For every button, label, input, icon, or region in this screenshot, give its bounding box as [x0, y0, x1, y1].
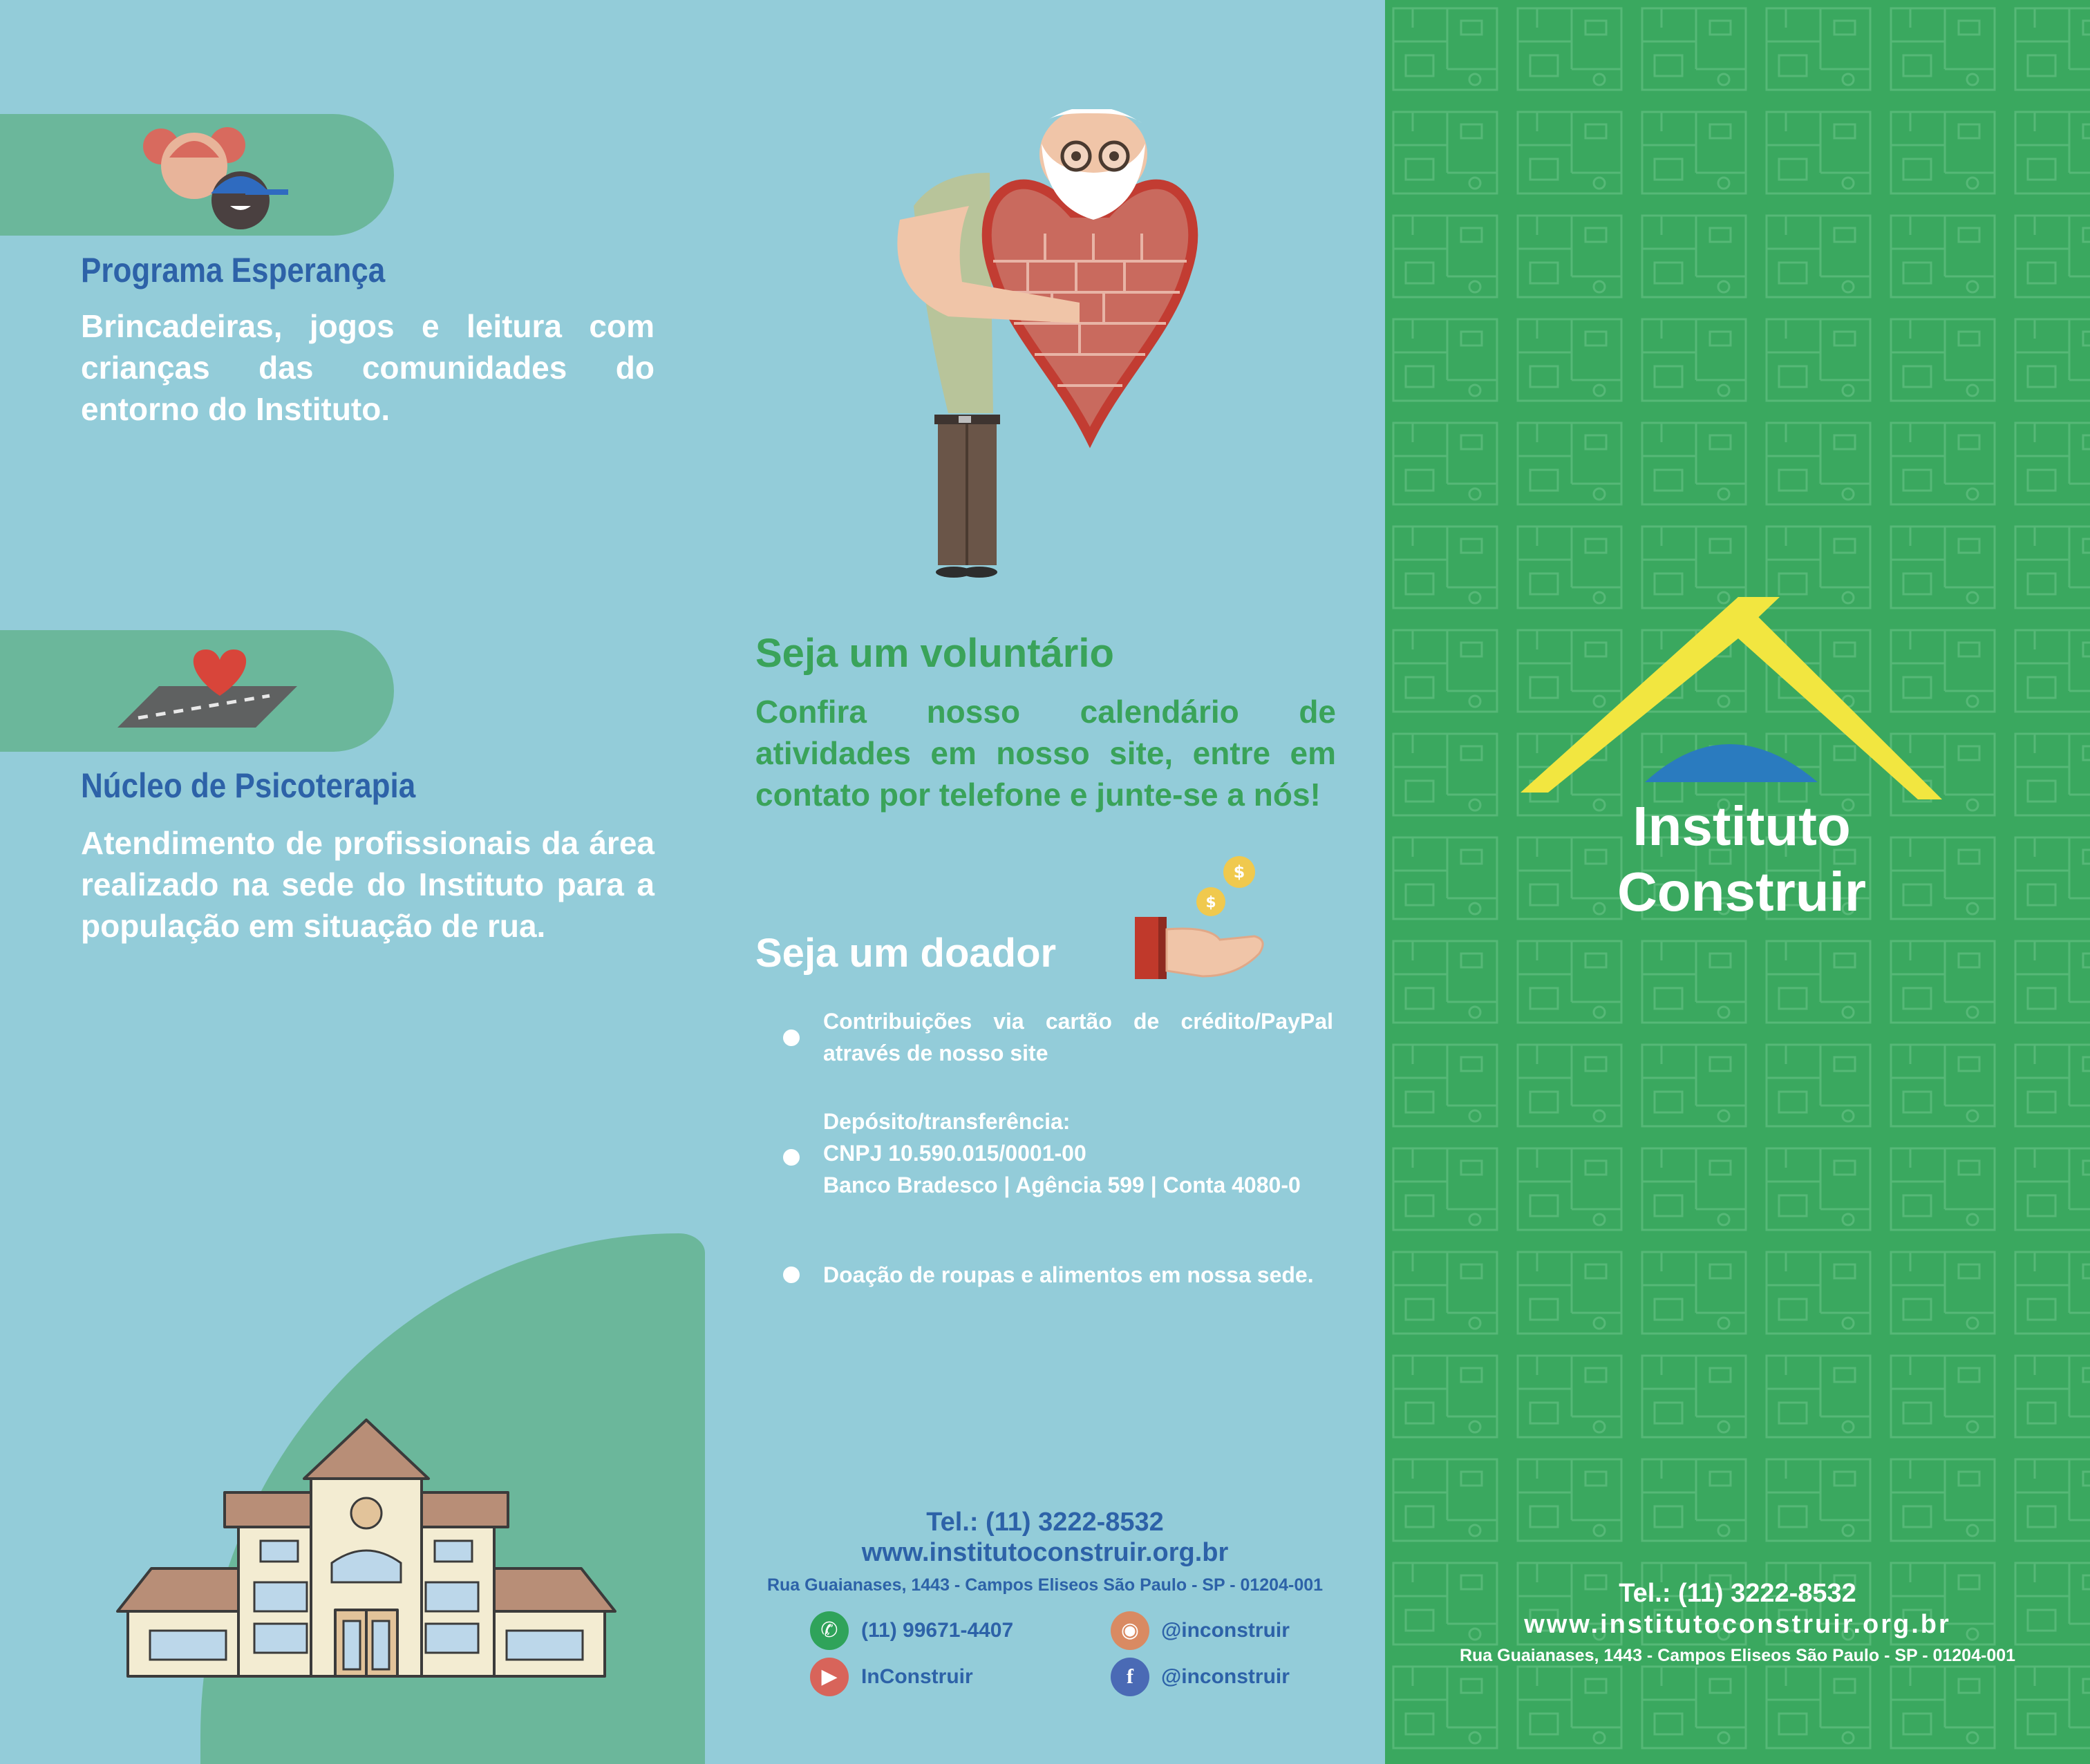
program-esperanca-title: Programa Esperança — [81, 251, 386, 290]
institute-building-illustration — [116, 1419, 616, 1678]
kids-faces-icon — [143, 127, 288, 229]
whatsapp-icon[interactable]: ✆ — [810, 1611, 849, 1650]
floorplan-pattern — [1385, 0, 2090, 1764]
contact-address: Rua Guaianases, 1443 - Campos Eliseos Sã… — [766, 1575, 1324, 1595]
svg-text:$: $ — [1234, 862, 1245, 882]
right-contact-phone: Tel.: (11) 3222-8532 — [1619, 1579, 1856, 1608]
right-contact-address: Rua Guaianases, 1443 - Campos Eliseos Sã… — [1459, 1646, 2016, 1665]
donor-bullet-2: Depósito/transferência: CNPJ 10.590.015/… — [823, 1106, 1333, 1201]
donor-bullet-dot — [783, 1149, 800, 1166]
volunteer-text: Confira nosso calendário de atividades e… — [755, 694, 1336, 813]
contact-phone: Tel.: (11) 3222-8532 — [926, 1508, 1164, 1537]
donor-bullet-dot — [783, 1030, 800, 1046]
right-contact-website[interactable]: www.institutoconstruir.org.br — [1524, 1610, 1951, 1639]
facebook-handle[interactable]: @inconstruir — [1161, 1665, 1290, 1688]
donor-bullet-1: Contribuições via cartão de crédito/PayP… — [823, 1005, 1333, 1069]
hand-coins-icon: $ $ — [1135, 856, 1264, 979]
donor-bullet-2-line: CNPJ 10.590.015/0001-00 — [823, 1141, 1086, 1166]
instagram-icon[interactable]: ◉ — [1111, 1611, 1149, 1650]
right-panel — [1385, 0, 2090, 1764]
donor-title: Seja um doador — [755, 931, 1057, 976]
volunteer-title: Seja um voluntário — [755, 631, 1114, 676]
nucleo-psicoterapia-text: Atendimento de profissionais da área rea… — [81, 825, 655, 944]
donor-bullet-3: Doação de roupas e alimentos em nossa se… — [823, 1259, 1333, 1291]
youtube-channel[interactable]: InConstruir — [861, 1665, 973, 1688]
donor-bullet-1-line: Contribuições via cartão de crédito/PayP… — [823, 1009, 1333, 1065]
heart-road-icon — [117, 649, 297, 728]
nucleo-psicoterapia-title: Núcleo de Psicoterapia — [81, 766, 416, 805]
whatsapp-number[interactable]: (11) 99671-4407 — [861, 1619, 1014, 1642]
youtube-icon[interactable]: ▶ — [810, 1658, 849, 1696]
program-esperanca-text: Brincadeiras, jogos e leitura com crianç… — [81, 308, 655, 427]
donor-bullet-3-line: Doação de roupas e alimentos em nossa se… — [823, 1262, 1314, 1287]
facebook-icon[interactable]: f — [1111, 1658, 1149, 1696]
logo-text-line1: Instituto — [1632, 795, 1851, 857]
logo-text-line2: Construir — [1617, 861, 1866, 922]
instagram-handle[interactable]: @inconstruir — [1161, 1619, 1290, 1642]
donor-bullet-dot — [783, 1267, 800, 1283]
donor-bullet-2-line: Depósito/transferência: — [823, 1109, 1071, 1134]
svg-text:$: $ — [1205, 894, 1216, 911]
institute-logo-roof-icon — [1521, 597, 1942, 799]
contact-website[interactable]: www.institutoconstruir.org.br — [861, 1538, 1229, 1567]
donor-bullet-2-line: Banco Bradesco | Agência 599 | Conta 408… — [823, 1173, 1301, 1197]
volunteer-man-heart-illustration — [897, 109, 1198, 578]
